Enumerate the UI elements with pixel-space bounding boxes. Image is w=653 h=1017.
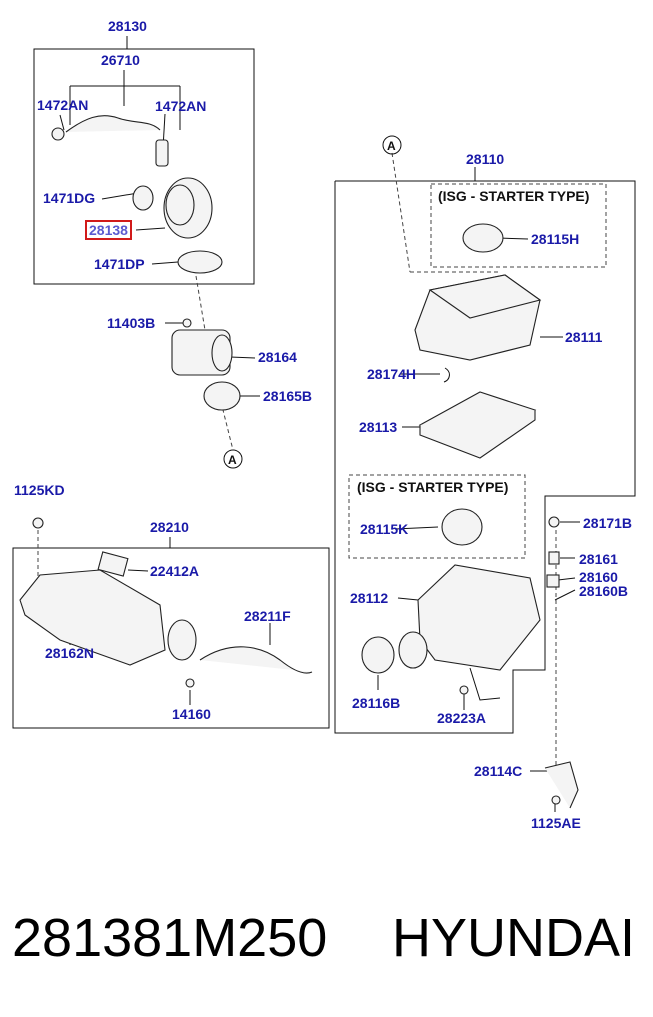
leader-lines [59, 36, 580, 812]
label-28116B: 28116B [352, 695, 401, 711]
label-28210: 28210 [150, 519, 189, 535]
label-28115K: 28115K [360, 521, 409, 537]
label-28111: 28111 [565, 329, 603, 345]
bolt-1125KD [32, 517, 44, 529]
bracket-28114C [544, 761, 579, 809]
label-1125AE: 1125AE [531, 815, 581, 831]
label-1125KD: 1125KD [14, 482, 65, 498]
parts-diagram [12, 36, 636, 812]
label-1471DG: 1471DG [43, 190, 96, 206]
ring-28115K [441, 508, 483, 546]
label-28174H: 28174H [367, 366, 417, 382]
gasket-28165B [203, 381, 241, 411]
hose-clamp-left [51, 127, 65, 141]
callout-a-bottom-text: A [228, 453, 237, 467]
label-isg-starter-type-mid: (ISG - STARTER TYPE) [357, 479, 509, 495]
label-22412A: 22412A [150, 563, 200, 579]
box-28110-group [334, 180, 636, 734]
label-28223A: 28223A [437, 710, 487, 726]
box-isg-top [430, 183, 607, 268]
label-28211F: 28211F [244, 608, 291, 624]
grommet-28161 [548, 551, 560, 565]
bolt-1125AE [551, 795, 561, 805]
bolt-11403B [182, 318, 192, 328]
callout-a-top-text: A [387, 139, 396, 153]
mount-28223A [459, 685, 469, 695]
grommet-28160 [546, 574, 560, 588]
clamp-1471DG [132, 185, 154, 211]
box-isg-mid [348, 474, 526, 559]
callout-a-top [382, 135, 402, 155]
callout-a-bottom [223, 449, 243, 469]
label-28112: 28112 [350, 590, 389, 606]
hose-28211F [199, 646, 313, 674]
label-1472AN-left: 1472AN [37, 97, 89, 113]
housing-28112 [417, 564, 541, 671]
label-28164: 28164 [258, 349, 297, 365]
label-28165B: 28165B [263, 388, 313, 404]
label-28160: 28160 [579, 569, 618, 585]
diagram-drawing [12, 36, 636, 812]
box-28210-group [12, 547, 330, 729]
label-28113: 28113 [359, 419, 398, 435]
brand-name: HYUNDAI [392, 908, 636, 968]
box-28130-group [33, 48, 255, 285]
clip-14160 [185, 678, 195, 688]
label-28171B: 28171B [583, 515, 633, 531]
label-22412A [97, 551, 129, 577]
part-number: 281381M250 [12, 908, 328, 968]
label-11403B: 11403B [107, 315, 156, 331]
breather-hose-26710 [65, 115, 161, 133]
label-28115H: 28115H [531, 231, 580, 247]
label-28162N: 28162N [45, 645, 95, 661]
label-1471DP: 1471DP [94, 256, 145, 272]
ring-28115H [462, 223, 504, 253]
bolt-28171B [548, 516, 560, 528]
label-14160: 14160 [172, 706, 211, 722]
label-isg-starter-type-top: (ISG - STARTER TYPE) [438, 188, 590, 204]
label-28114C: 28114C [474, 763, 523, 779]
air-duct-28210 [19, 569, 166, 666]
label-28110: 28110 [466, 151, 505, 167]
label-28130: 28130 [108, 18, 147, 34]
seal-28116B [361, 636, 395, 674]
label-1472AN-right: 1472AN [155, 98, 207, 114]
label-28138-highlighted: 28138 [85, 220, 132, 240]
clip-28174H [443, 367, 450, 383]
label-26710: 26710 [101, 52, 140, 68]
clamp-1471DP [177, 250, 223, 274]
label-28160B: 28160B [579, 583, 629, 599]
hose-nipple [155, 139, 169, 167]
label-28161: 28161 [579, 551, 618, 567]
footer: 281381M250 HYUNDAI [0, 900, 653, 980]
